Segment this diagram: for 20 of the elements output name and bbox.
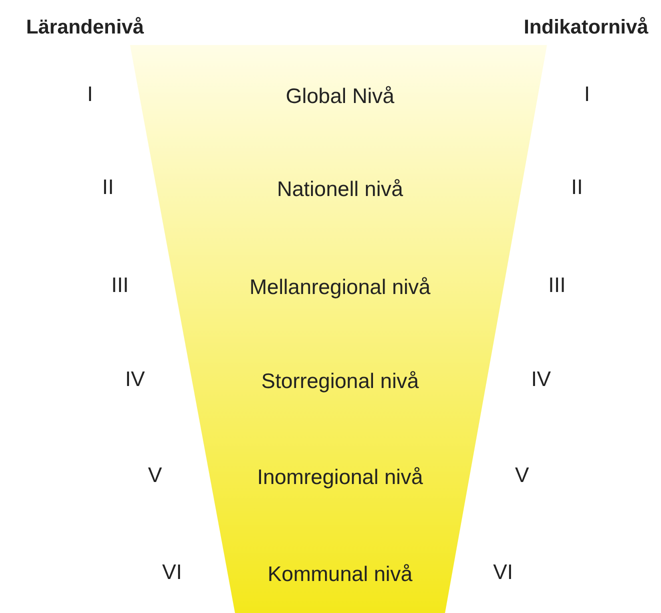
column-heading: Lärandenivå bbox=[26, 16, 144, 40]
level-numeral: I bbox=[87, 83, 93, 107]
level-numeral: IV bbox=[125, 368, 145, 392]
level-numeral: I bbox=[584, 83, 590, 107]
level-label: Mellanregional nivå bbox=[250, 276, 430, 300]
level-numeral: V bbox=[148, 464, 162, 488]
level-numeral: III bbox=[111, 274, 129, 298]
level-label: Storregional nivå bbox=[261, 370, 419, 394]
level-numeral: V bbox=[515, 464, 529, 488]
level-label: Inomregional nivå bbox=[257, 466, 423, 490]
level-numeral: II bbox=[571, 176, 583, 200]
column-heading: Indikatornivå bbox=[524, 16, 648, 40]
level-label: Kommunal nivå bbox=[268, 563, 412, 587]
level-label: Global Nivå bbox=[286, 85, 394, 109]
level-label: Nationell nivå bbox=[276, 178, 404, 202]
level-numeral: III bbox=[548, 274, 566, 298]
level-numeral: VI bbox=[493, 561, 513, 585]
level-numeral: II bbox=[102, 176, 114, 200]
level-numeral: VI bbox=[162, 561, 182, 585]
level-numeral: IV bbox=[531, 368, 551, 392]
